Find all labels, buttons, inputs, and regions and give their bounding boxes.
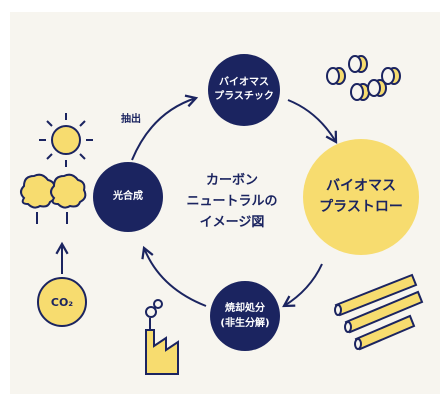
node-bio-plastic-label: バイオマス プラスチック <box>214 77 274 102</box>
co2-label: CO₂ <box>50 295 74 309</box>
co2-bubble-icon <box>37 277 87 327</box>
straws-icon <box>334 273 424 351</box>
extraction-label: 抽出 <box>121 113 141 125</box>
node-photosynthesis <box>93 162 163 232</box>
sun-icon <box>39 113 93 167</box>
trees-icon <box>20 173 87 224</box>
arrow-photosynthesis-to-plastic <box>131 94 199 161</box>
node-incineration-label: 焼却処分 (非生分解) <box>220 303 270 329</box>
arrow-plastic-to-straw <box>287 99 338 144</box>
node-bio-straw <box>303 139 419 255</box>
arrow-straw-to-incineration <box>282 263 323 308</box>
node-photosynthesis-label: 光合成 <box>113 191 143 202</box>
node-bio-straw-label: バイオマス プラストロー <box>319 178 403 215</box>
pellets-icon <box>326 55 401 101</box>
node-incineration <box>210 281 280 351</box>
arrow-incineration-to-photosynthesis <box>141 245 207 307</box>
factory-icon <box>145 299 179 375</box>
center-title: カーボン ニュートラルの イメージ図 <box>186 172 278 230</box>
node-bio-plastic <box>208 54 280 126</box>
